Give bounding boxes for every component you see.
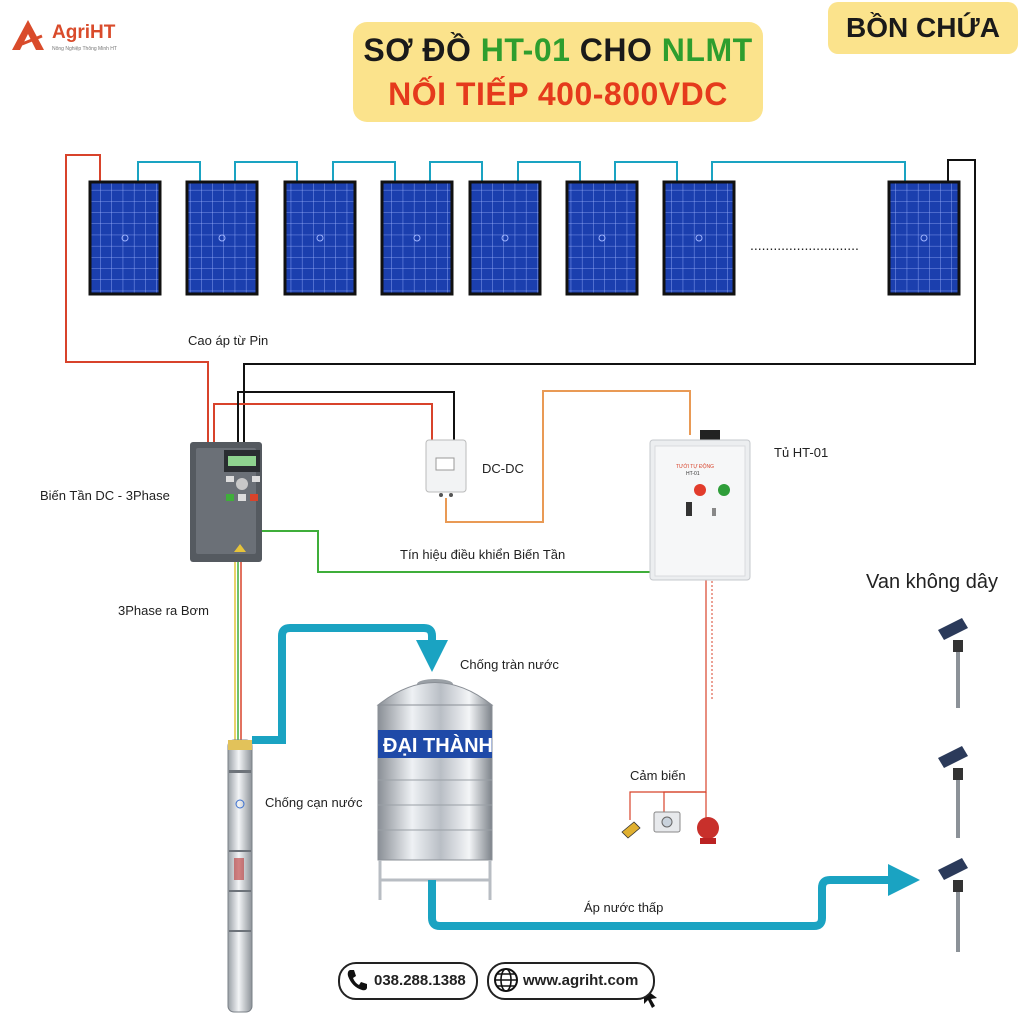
label-dry-run: Chống cạn nước: [265, 795, 363, 810]
panel-wiring: [65, 154, 976, 820]
sensor-icon: [621, 811, 719, 844]
wireless-valve-icon: [938, 746, 968, 838]
label-inverter: Biến Tần DC - 3Phase: [40, 488, 170, 503]
brand-name: AgriHT: [52, 22, 116, 43]
solar-panel-icon: [283, 180, 357, 296]
label-low-pressure: Áp nước thấp: [584, 900, 664, 915]
water-tank-icon: ĐẠI THÀNH: [376, 679, 494, 900]
phone-icon: [347, 970, 367, 991]
wireless-valve-icon: [938, 618, 968, 708]
solar-panel-icon: [887, 180, 961, 296]
label-high-voltage: Cao áp từ Pin: [188, 333, 269, 348]
label-overflow: Chống tràn nước: [460, 657, 559, 672]
label-cabinet: Tủ HT-01: [774, 445, 829, 460]
brand-logo-icon: [12, 20, 44, 50]
solar-panel-icon: [662, 180, 736, 296]
more-panels-dots: ............................: [750, 237, 859, 253]
brand-tagline: Nông Nghiệp Thông Minh HT: [52, 46, 117, 52]
wireless-valve-icon: [938, 858, 968, 952]
dcdc-converter-icon: [425, 439, 467, 497]
title-line-1: SƠ ĐỒ HT-01 CHO NLMT: [363, 32, 753, 68]
label-wireless-valve: Van không dây: [866, 571, 998, 593]
submersible-pump-icon: [227, 739, 253, 1013]
page-title: SƠ ĐỒ HT-01 CHO NLMT NỐI TIẾP 400-800VDC: [353, 22, 763, 122]
solar-panel-icon: [380, 180, 454, 296]
label-control-signal: Tín hiệu điều khiển Biến Tần: [400, 547, 566, 562]
distribution-pipe: [428, 864, 920, 930]
cabinet-plate: TƯỚI TỰ ĐỘNG: [676, 463, 714, 470]
solar-panel-icon: [88, 180, 162, 296]
solar-panel-icon: [468, 180, 542, 296]
brand-logo: AgriHT Nông Nghiệp Thông Minh HT: [8, 12, 148, 58]
solar-array: ............................: [88, 180, 961, 296]
label-dcdc: DC-DC: [482, 461, 524, 476]
label-three-phase: 3Phase ra Bơm: [118, 603, 209, 618]
solar-panel-icon: [565, 180, 639, 296]
tank-brand: ĐẠI THÀNH: [383, 734, 493, 757]
supply-pipe: [252, 624, 448, 744]
solar-panel-icon: [185, 180, 259, 296]
phone-number: 038.288.1388: [374, 972, 466, 989]
website-url: www.agriht.com: [523, 972, 639, 989]
inverter-icon: [190, 442, 262, 562]
control-cabinet-icon: TƯỚI TỰ ĐỘNG HT-01: [649, 430, 751, 581]
title-line-2: NỐI TIẾP 400-800VDC: [388, 76, 728, 112]
category-tag: BỒN CHỨA: [828, 2, 1018, 54]
globe-icon: [494, 968, 518, 992]
label-sensor: Cảm biến: [630, 768, 686, 783]
phone-contact[interactable]: 038.288.1388: [338, 962, 478, 1000]
cabinet-model: HT-01: [686, 471, 700, 477]
website-link[interactable]: www.agriht.com: [487, 962, 655, 1000]
